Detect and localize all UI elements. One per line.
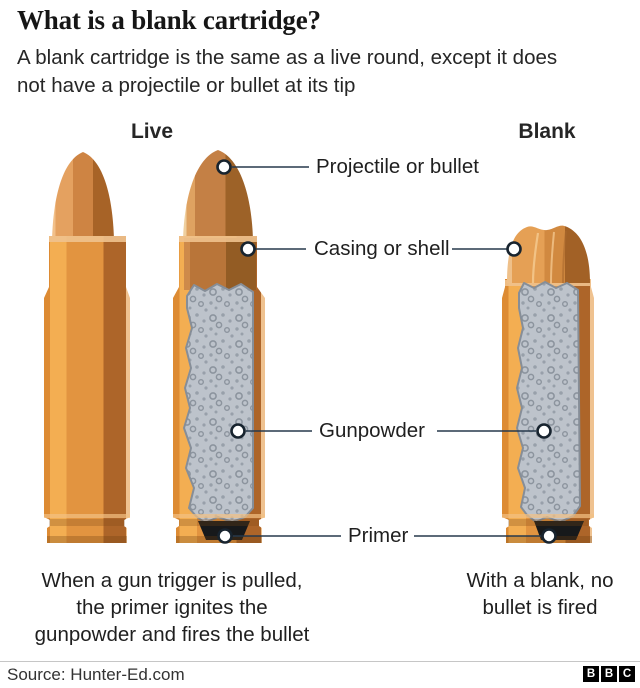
label-gunpowder: Gunpowder bbox=[319, 419, 425, 442]
live-cutaway-illustration bbox=[173, 150, 265, 543]
callout-marker bbox=[217, 528, 233, 544]
label-primer: Primer bbox=[348, 524, 409, 547]
footer-divider bbox=[0, 661, 640, 662]
callout-marker bbox=[536, 423, 552, 439]
callout-lines bbox=[232, 166, 541, 537]
gunpowder-fill bbox=[516, 281, 581, 523]
bbc-logo: B B C bbox=[583, 666, 635, 682]
callout-marker bbox=[541, 528, 557, 544]
heading-live: Live bbox=[130, 120, 174, 143]
label-casing: Casing or shell bbox=[314, 237, 450, 260]
source-credit: Source: Hunter-Ed.com bbox=[7, 665, 185, 684]
bbc-logo-block: C bbox=[619, 666, 635, 682]
caption-blank: With a blank, no bullet is fired bbox=[466, 569, 614, 619]
callout-marker bbox=[230, 423, 246, 439]
page-title: What is a blank cartridge? bbox=[17, 5, 321, 35]
bbc-logo-block: B bbox=[601, 666, 617, 682]
live-cartridge-illustration bbox=[44, 152, 130, 543]
blank-cartridge-illustration bbox=[502, 225, 594, 543]
gunpowder-fill bbox=[183, 283, 254, 524]
label-projectile: Projectile or bullet bbox=[316, 155, 479, 178]
bbc-logo-block: B bbox=[583, 666, 599, 682]
caption-live: When a gun trigger is pulled, the primer… bbox=[34, 569, 310, 646]
subtitle: A blank cartridge is the same as a live … bbox=[17, 46, 558, 97]
callout-marker bbox=[216, 159, 232, 175]
heading-blank: Blank bbox=[518, 120, 576, 143]
crimped-top bbox=[507, 225, 590, 283]
callout-markers bbox=[216, 159, 557, 544]
callout-marker bbox=[506, 241, 522, 257]
callout-marker bbox=[240, 241, 256, 257]
